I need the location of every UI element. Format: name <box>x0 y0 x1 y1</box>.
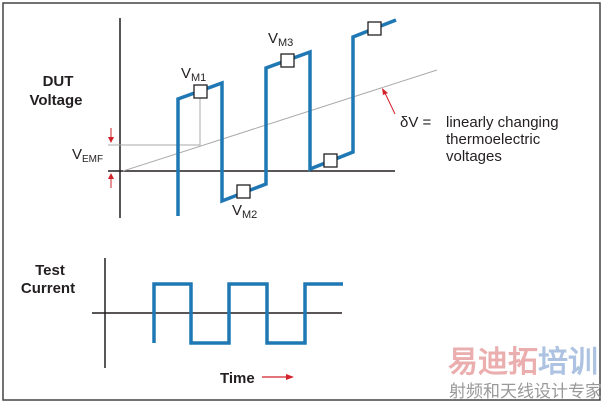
vm2-label: VM2 <box>232 202 257 221</box>
time-label: Time <box>220 370 255 387</box>
dut-voltage-label-1: DUT <box>43 73 74 90</box>
sample-marker-vm3 <box>280 53 295 68</box>
sample-marker-4 <box>323 153 338 168</box>
delta-v-line1: linearly changing <box>446 114 559 131</box>
vm3-label: VM3 <box>268 30 293 49</box>
delta-v-line3: voltages <box>446 148 502 165</box>
dut-voltage-label-2: Voltage <box>29 92 82 109</box>
delta-v-symbol: δV = <box>400 114 432 131</box>
sample-marker-vm2 <box>236 184 251 199</box>
watermark-subtitle: 射频和天线设计专家 <box>449 382 602 401</box>
sample-marker-5 <box>367 21 382 36</box>
test-current-label-1: Test <box>35 262 65 279</box>
test-current-waveform <box>152 282 343 345</box>
vm1-label: VM1 <box>181 65 206 84</box>
test-current-label-2: Current <box>21 280 75 297</box>
vemf-label: VEMF <box>72 146 103 165</box>
vemf-arrows <box>108 88 396 188</box>
time-arrow-icon <box>262 374 294 380</box>
watermark-blue: 培训 <box>538 345 598 379</box>
delta-v-line2: thermoelectric <box>446 131 541 148</box>
thermoelectric-drift-line <box>122 69 438 172</box>
watermark-red: 易迪拓 <box>448 346 538 379</box>
vemf-guide-lines <box>108 96 201 146</box>
sample-marker-vm1 <box>193 84 208 99</box>
